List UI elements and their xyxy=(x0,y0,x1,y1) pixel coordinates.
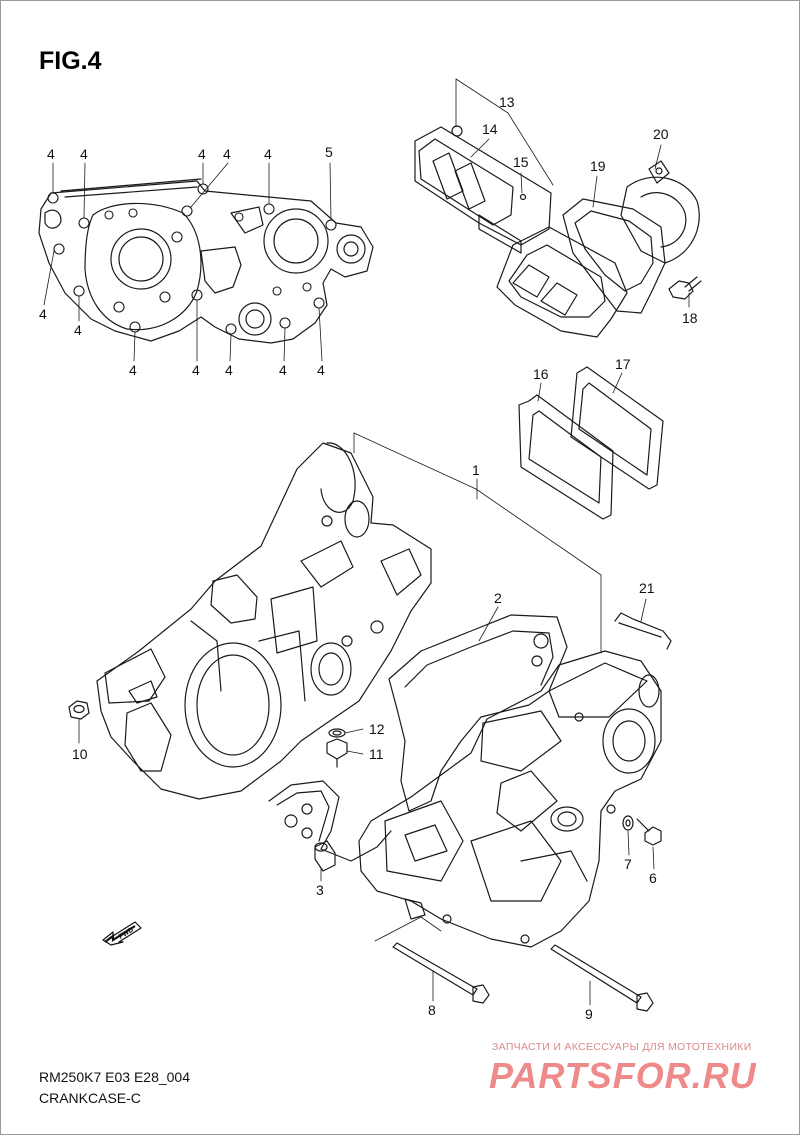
callout-9: 9 xyxy=(585,1006,593,1022)
callout-14: 14 xyxy=(482,121,498,137)
crankcase-left-half xyxy=(96,442,432,800)
callout-3: 3 xyxy=(316,882,324,898)
crankcase-gasket xyxy=(268,614,568,862)
callout-8: 8 xyxy=(428,1002,436,1018)
bolt-8 xyxy=(392,942,490,1004)
callout-1: 1 xyxy=(472,462,480,478)
crankcase-callout-leaders xyxy=(43,162,332,362)
callout-4: 4 xyxy=(198,146,206,162)
callout-4: 4 xyxy=(129,362,137,378)
callout-4: 4 xyxy=(279,362,287,378)
crankcase-right-half xyxy=(358,650,662,948)
callout-4: 4 xyxy=(47,146,55,162)
bolt-9 xyxy=(550,944,654,1012)
watermark-brand-logo: PARTSFOR.RU xyxy=(489,1055,757,1096)
assembly-leader-lines xyxy=(78,432,655,1006)
callout-4: 4 xyxy=(192,362,200,378)
callout-7: 7 xyxy=(624,856,632,872)
callout-13: 13 xyxy=(499,94,515,110)
callout-4: 4 xyxy=(39,306,47,322)
intake-boot xyxy=(562,160,700,314)
crankcase-bolt-holes xyxy=(47,183,337,335)
fwd-arrow-icon: FWD xyxy=(102,921,142,946)
callout-12: 12 xyxy=(369,721,385,737)
washer-12 xyxy=(328,728,346,738)
fwd-label: FWD xyxy=(118,926,135,940)
bolt-11 xyxy=(326,738,348,768)
callout-4: 4 xyxy=(223,146,231,162)
reed-valve-assembly xyxy=(414,125,628,338)
callout-21: 21 xyxy=(639,580,655,596)
callout-10: 10 xyxy=(72,746,88,762)
callout-17: 17 xyxy=(615,356,631,372)
callout-5: 5 xyxy=(325,144,333,160)
watermark-tagline: ЗАПЧАСТИ И АКСЕССУАРЫ ДЛЯ МОТОТЕХНИКИ xyxy=(492,1041,752,1053)
figure-title: FIG.4 xyxy=(39,47,102,75)
gasket-callout-leaders xyxy=(537,372,623,402)
dowel-pin-3 xyxy=(314,840,336,872)
callout-20: 20 xyxy=(653,126,669,142)
callout-11: 11 xyxy=(369,746,384,762)
callout-19: 19 xyxy=(590,158,606,174)
crankcase-face-outline xyxy=(38,178,374,344)
callout-4: 4 xyxy=(74,322,82,338)
callout-18: 18 xyxy=(682,310,698,326)
washer-7 xyxy=(622,815,634,831)
callout-4: 4 xyxy=(264,146,272,162)
callout-2: 2 xyxy=(494,590,502,606)
callout-15: 15 xyxy=(513,154,529,170)
section-name-label: CRANKCASE-C xyxy=(39,1090,141,1106)
callout-labels: 4 4 4 4 4 5 4 4 4 4 4 4 4 13 14 15 19 20… xyxy=(39,94,698,1022)
callout-16: 16 xyxy=(533,366,549,382)
model-code-label: RM250K7 E03 E28_004 xyxy=(39,1069,190,1085)
bolt-6 xyxy=(636,818,662,846)
callout-4: 4 xyxy=(317,362,325,378)
reed-gaskets xyxy=(518,366,664,520)
callout-4: 4 xyxy=(80,146,88,162)
bolt-18 xyxy=(668,276,702,300)
callout-6: 6 xyxy=(649,870,657,886)
intake-callout-leaders xyxy=(592,144,690,308)
wire-clamp-21 xyxy=(614,612,672,650)
callout-4: 4 xyxy=(225,362,233,378)
nut-10 xyxy=(68,700,90,720)
reed-callout-leaders xyxy=(455,78,554,194)
